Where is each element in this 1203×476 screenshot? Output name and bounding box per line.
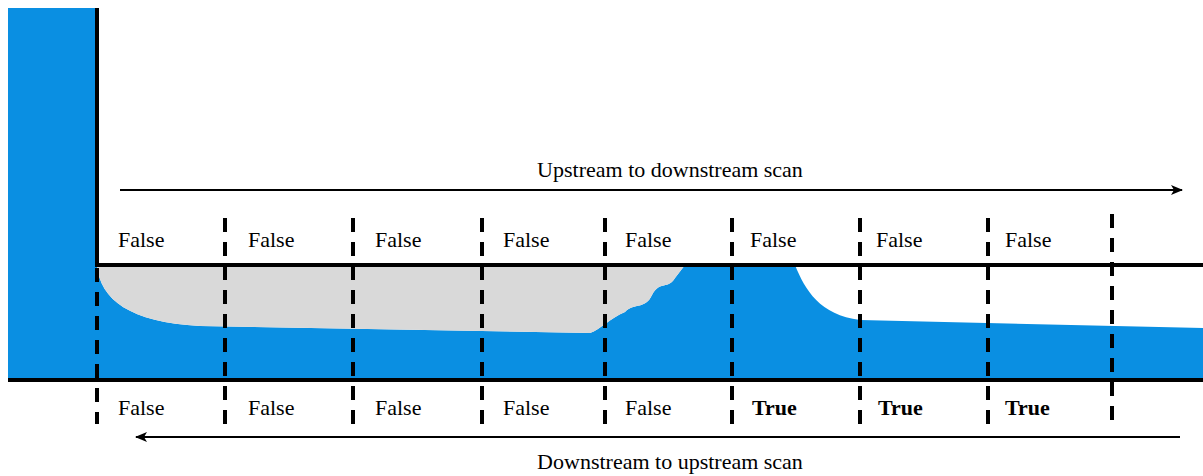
reservoir-wall xyxy=(95,8,99,267)
cell-dividers xyxy=(97,214,1112,424)
cell-flag: False xyxy=(625,397,671,419)
cell-flag: False xyxy=(248,229,294,251)
cell-flag: False xyxy=(750,229,796,251)
channel-bottom xyxy=(8,378,1203,382)
cell-flag: True xyxy=(1005,397,1050,419)
cell-flag: False xyxy=(118,397,164,419)
cell-flag: False xyxy=(503,397,549,419)
cell-flag: False xyxy=(625,229,671,251)
cell-flag: False xyxy=(375,397,421,419)
scan-arrow xyxy=(120,189,1182,191)
cell-flag: False xyxy=(503,229,549,251)
cell-flag: True xyxy=(878,397,923,419)
scan-direction-label: Upstream to downstream scan xyxy=(537,159,803,181)
scan-arrow xyxy=(136,436,1180,438)
cell-flag: False xyxy=(248,397,294,419)
air-pocket xyxy=(97,265,685,333)
cell-flag: False xyxy=(1005,229,1051,251)
cell-flag: False xyxy=(876,229,922,251)
cell-flag: True xyxy=(752,397,797,419)
scan-direction-label: Downstream to upstream scan xyxy=(537,451,803,473)
channel-top xyxy=(95,263,1203,267)
cell-flag: False xyxy=(118,229,164,251)
cell-flag: False xyxy=(375,229,421,251)
